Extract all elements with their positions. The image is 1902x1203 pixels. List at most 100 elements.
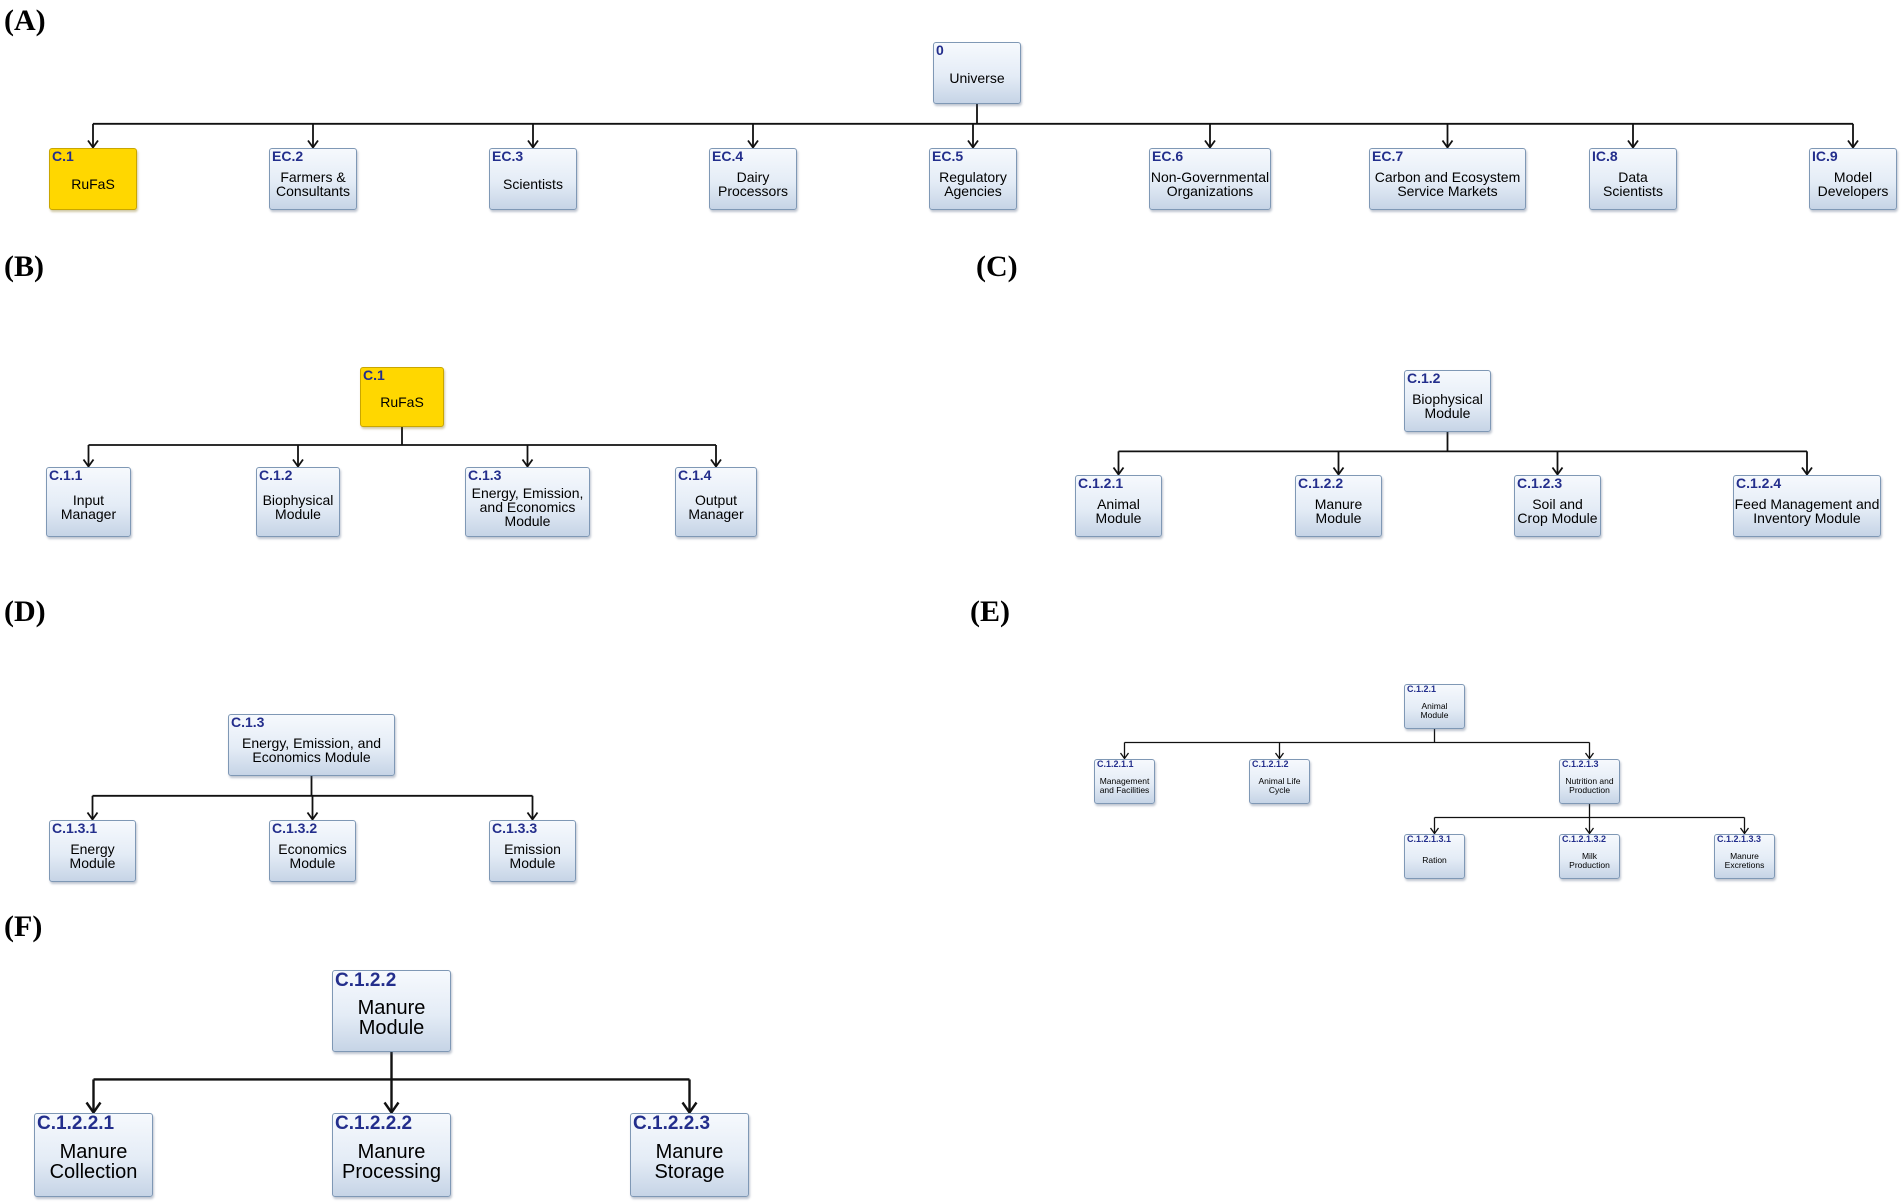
panel-f-node-c-1-2-2-3: Manure Storage C.1.2.2.3: [630, 1113, 749, 1197]
panel-a-connector: [87, 104, 1859, 150]
node-label: Milk Production: [1569, 851, 1610, 870]
node-id: C.1.3.1: [52, 820, 98, 836]
node-id: C.1.3: [468, 467, 502, 483]
node-id: C.1.2.2.2: [335, 1113, 413, 1134]
panel-a-node-ec-2: Farmers & Consultants EC.2: [269, 148, 357, 210]
node-label: Farmers & Consultants: [276, 169, 350, 199]
panel-f-label: (F): [4, 910, 43, 943]
panel-b-connector: [82, 427, 722, 469]
node-id: C.1.2.4: [1736, 475, 1782, 491]
panel-d-connector: [86, 776, 539, 822]
node-label: Non-Governmental Organizations: [1150, 169, 1270, 199]
panel-e-node-c-1-2-1-3-3: Manure Excretions C.1.2.1.3.3: [1714, 834, 1775, 879]
node-id: C.1: [363, 367, 385, 383]
node-id: C.1.2.1: [1407, 684, 1437, 694]
node-id: C.1.2.1.2: [1252, 759, 1289, 769]
node-label: Carbon and Ecosystem Service Markets: [1374, 169, 1521, 199]
node-id: C.1.2.1: [1078, 475, 1124, 491]
panel-c-node-c-1-2-2: Manure Module C.1.2.2: [1295, 475, 1382, 537]
panel-e-node-c-1-2-1-3-1: Ration C.1.2.1.3.1: [1404, 834, 1465, 879]
node-id: C.1.2.1.3.1: [1407, 834, 1452, 844]
node-label: Biophysical Module: [262, 492, 334, 522]
node-id: EC.4: [712, 148, 744, 164]
panel-f-node-c-1-2-2-2: Manure Processing C.1.2.2.2: [332, 1113, 451, 1197]
node-id: C.1.2.2: [1298, 475, 1344, 491]
panel-e-connector: [1429, 804, 1750, 835]
node-id: EC.2: [272, 148, 304, 164]
node-label: Model Developers: [1817, 169, 1889, 199]
panel-a-label: (A): [4, 4, 46, 37]
node-id: EC.3: [492, 148, 524, 164]
node-label: Ration: [1422, 855, 1447, 866]
node-id: C.1: [52, 148, 74, 164]
node-label: Biophysical Module: [1412, 391, 1483, 421]
node-label: Manure Processing: [342, 1141, 441, 1183]
node-label: Dairy Processors: [717, 169, 789, 199]
panel-b-node-c-1: RuFaS C.1: [360, 367, 444, 427]
panel-d-node-c-1-3-1: Energy Module C.1.3.1: [49, 820, 136, 882]
node-label: Data Scientists: [1603, 169, 1663, 199]
panel-c-node-c-1-2: Biophysical Module C.1.2: [1404, 370, 1491, 432]
node-id: C.1.3.2: [272, 820, 318, 836]
panel-a-node-ec-3: Scientists EC.3: [489, 148, 577, 210]
panel-c-node-c-1-2-1: Animal Module C.1.2.1: [1075, 475, 1162, 537]
node-id: C.1.4: [678, 467, 712, 483]
node-id: IC.9: [1812, 148, 1838, 164]
node-label: Input Manager: [60, 492, 117, 522]
node-label: Economics Module: [278, 841, 347, 871]
node-label: Manure Excretions: [1724, 851, 1765, 870]
node-label: Nutrition and Production: [1565, 776, 1614, 795]
node-id: C.1.2.1.3: [1562, 759, 1599, 769]
node-label: Energy, Emission, and Economics Module: [471, 485, 584, 529]
node-label: Regulatory Agencies: [939, 169, 1007, 199]
panel-e-connector: [1119, 729, 1595, 760]
panel-d-label: (D): [4, 595, 46, 628]
node-label: RuFaS: [71, 176, 115, 192]
node-label: Animal Module: [1095, 496, 1142, 526]
node-id: C.1.2.2.3: [633, 1113, 711, 1134]
node-label: Scientists: [503, 176, 563, 192]
node-id: C.1.2.1.3.3: [1717, 834, 1762, 844]
node-label: Universe: [949, 70, 1005, 86]
panel-e-label: (E): [970, 595, 1010, 628]
panel-f-connector: [85, 1052, 698, 1115]
panel-a-node-c-1: RuFaS C.1: [49, 148, 137, 210]
node-label: Manure Collection: [49, 1141, 138, 1183]
node-label: Manure Module: [1314, 496, 1363, 526]
node-label: Emission Module: [504, 841, 561, 871]
panel-a-node-ec-5: Regulatory Agencies EC.5: [929, 148, 1017, 210]
node-label: RuFaS: [380, 394, 424, 410]
node-label: Energy Module: [69, 841, 116, 871]
node-label: Manure Storage: [654, 1141, 725, 1183]
node-id: C.1.2: [1407, 370, 1441, 386]
node-label: Soil and Crop Module: [1517, 496, 1598, 526]
panel-e-node-c-1-2-1-1: Management and Facilities C.1.2.1.1: [1094, 759, 1155, 804]
panel-d-node-c-1-3-2: Economics Module C.1.3.2: [269, 820, 356, 882]
node-label: Management and Facilities: [1099, 776, 1150, 795]
panel-f-node-c-1-2-2-1: Manure Collection C.1.2.2.1: [34, 1113, 153, 1197]
node-id: C.1.2.1.1: [1097, 759, 1134, 769]
node-id: C.1.2.2: [335, 970, 397, 991]
node-id: C.1.3: [231, 714, 265, 730]
panel-c-connector: [1112, 432, 1813, 477]
panel-b-node-c-1-3: Energy, Emission, and Economics Module C.…: [465, 467, 590, 537]
node-id: EC.5: [932, 148, 964, 164]
node-id: C.1.2.3: [1517, 475, 1563, 491]
panel-e-node-c-1-2-1-3: Nutrition and Production C.1.2.1.3: [1559, 759, 1620, 804]
node-id: C.1.2.2.1: [37, 1113, 115, 1134]
node-label: Energy, Emission, and Economics Module: [241, 735, 382, 765]
panel-b-label: (B): [4, 250, 44, 283]
